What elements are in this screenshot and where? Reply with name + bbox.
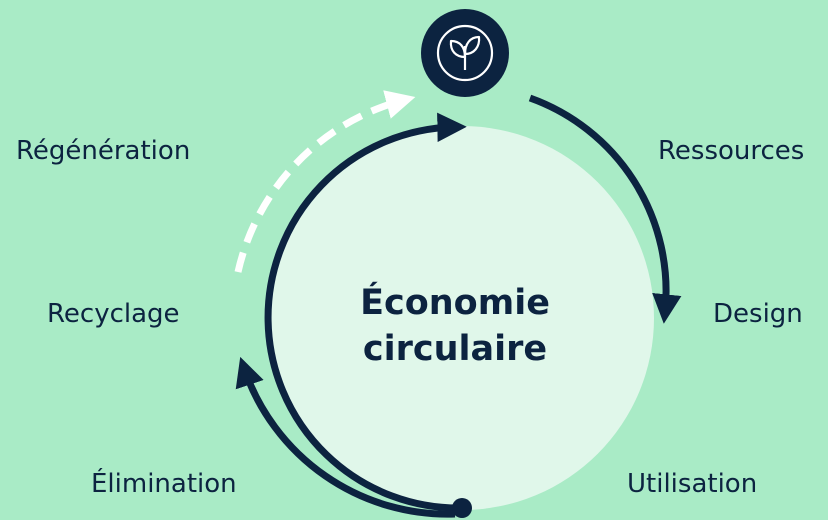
- label-design: Design: [713, 299, 803, 329]
- label-ressources: Ressources: [658, 136, 805, 166]
- regeneration-dashed-arrow: [234, 90, 416, 273]
- label-regeneration: Régénération: [16, 136, 191, 166]
- center-circle: [270, 126, 654, 510]
- bottom-node: [452, 498, 472, 518]
- label-elimination: Élimination: [91, 469, 237, 499]
- elimination-recyclage-arrow: [235, 356, 456, 518]
- main-cycle-arrow: [264, 112, 467, 512]
- center-title: Économie circulaire: [285, 280, 625, 372]
- leaf-icon: [421, 9, 509, 97]
- label-utilisation: Utilisation: [627, 469, 758, 499]
- center-title-line1: Économie: [360, 283, 550, 323]
- ressources-design-arrow: [528, 94, 682, 324]
- label-recyclage: Recyclage: [47, 299, 180, 329]
- center-title-line2: circulaire: [362, 329, 548, 369]
